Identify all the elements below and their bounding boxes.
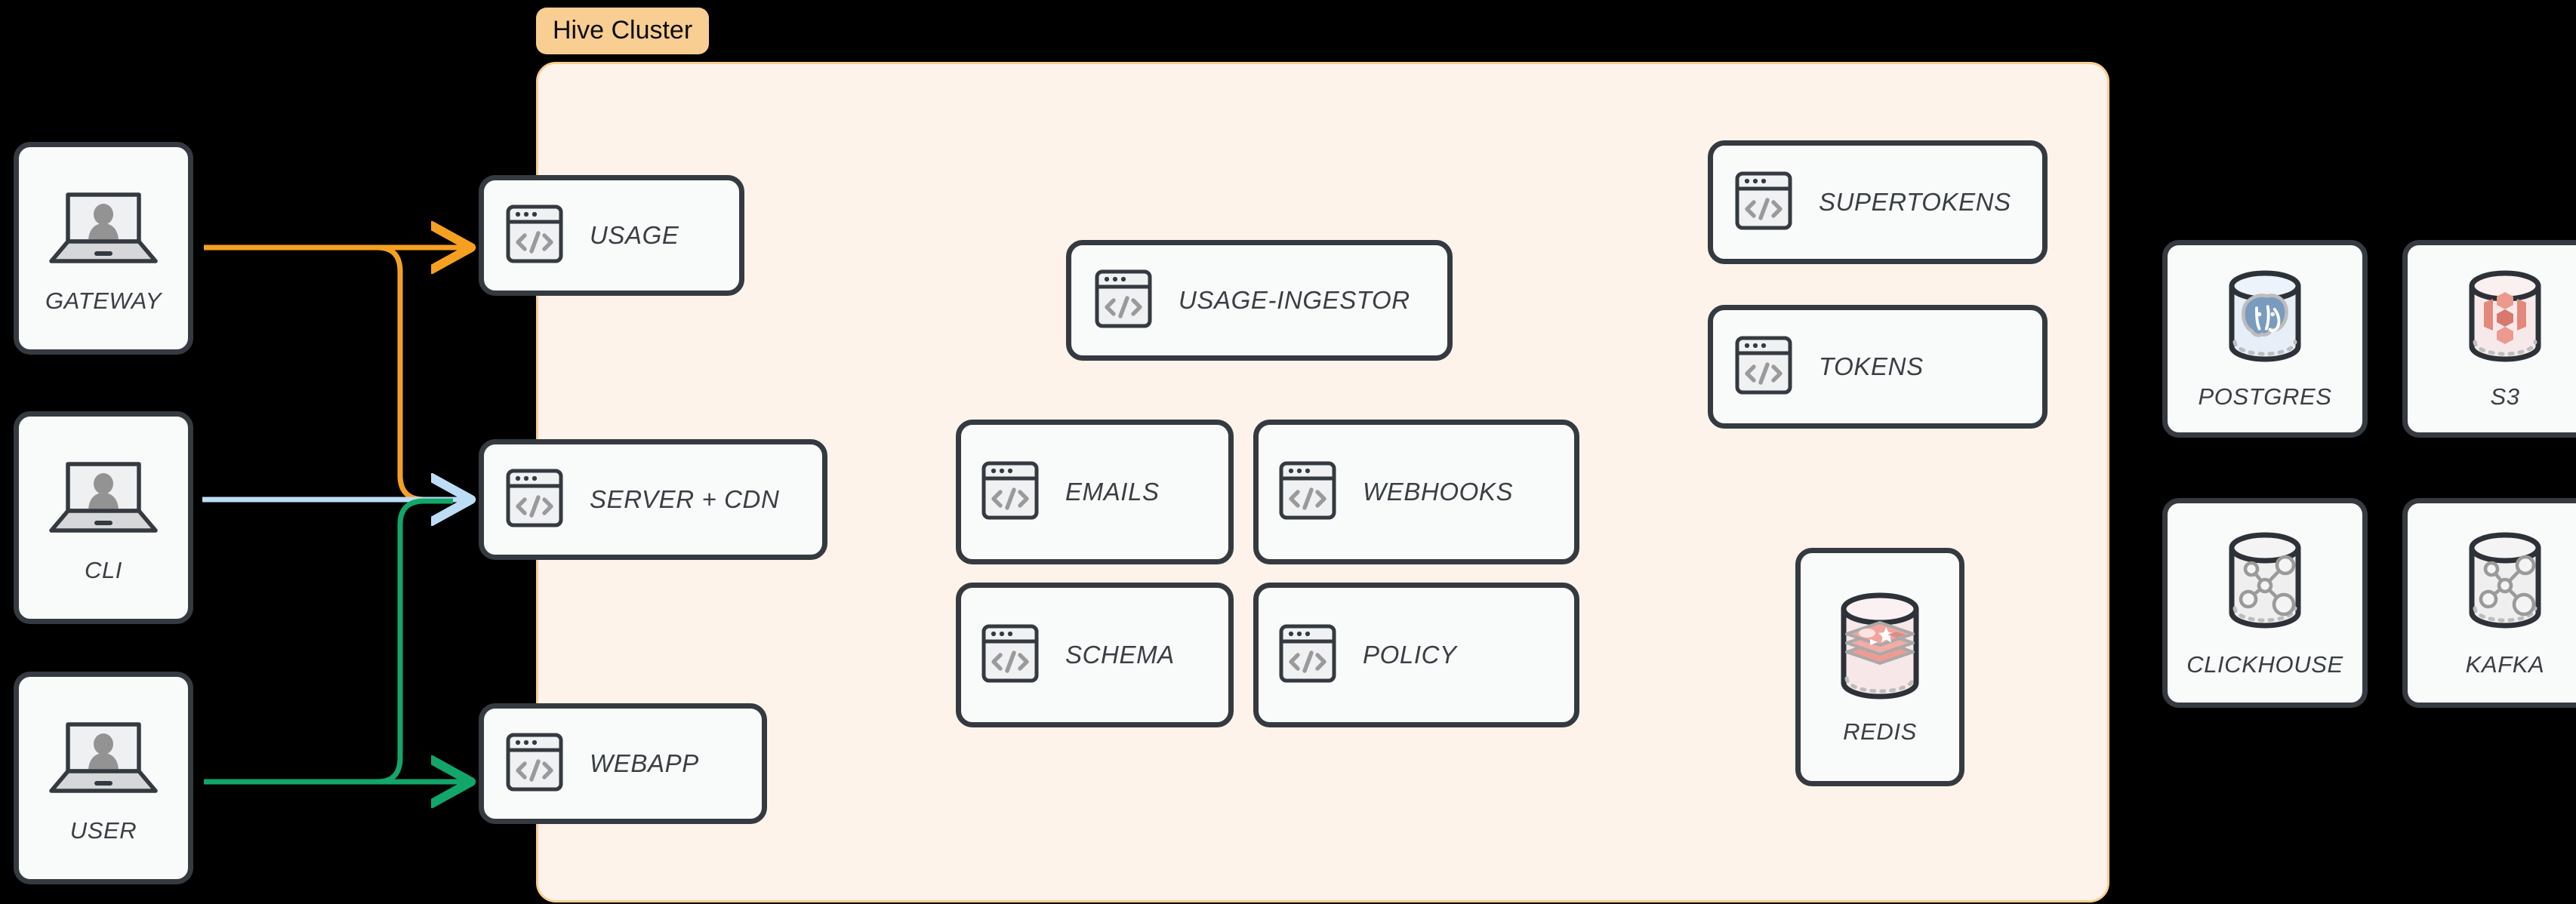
node-schema[interactable]: SCHEMA [956,583,1234,727]
node-clickhouse[interactable]: CLICKHOUSE [2162,498,2368,708]
node-label: CLI [84,556,123,583]
node-label: USAGE-INGESTOR [1179,286,1410,314]
node-label: POLICY [1363,641,1457,669]
database-postgres-icon [2212,268,2318,371]
code-window-icon [1734,334,1793,401]
code-window-icon [1278,459,1337,526]
code-window-icon [1734,169,1793,236]
node-label: SERVER + CDN [590,485,780,513]
node-webapp[interactable]: WEBAPP [479,703,767,824]
node-redis[interactable]: REDIS [1795,548,1964,786]
node-label: USAGE [590,221,679,249]
code-window-icon [981,622,1040,689]
hive-cluster-badge: Hive Cluster [536,8,710,54]
connector-user-server-cdn [204,498,453,785]
node-label: TOKENS [1819,352,1924,380]
node-gateway[interactable]: GATEWAY [14,142,193,355]
node-label: KAFKA [2465,650,2545,678]
laptop-user-icon [47,187,160,275]
node-usage[interactable]: USAGE [479,175,744,296]
node-label: SCHEMA [1065,641,1175,669]
code-window-icon [505,466,564,533]
database-generic-icon [2452,528,2558,639]
node-label: CLICKHOUSE [2186,650,2343,678]
laptop-user-icon [47,717,160,805]
node-user[interactable]: USER [14,672,193,884]
node-emails[interactable]: EMAILS [956,420,1234,564]
node-supertokens[interactable]: SUPERTOKENS [1708,140,2048,264]
node-label: S3 [2490,383,2520,410]
node-server-cdn[interactable]: SERVER + CDN [479,439,827,560]
code-window-icon [981,459,1040,526]
node-label: REDIS [1843,718,1917,745]
node-postgres[interactable]: POSTGRES [2162,240,2368,438]
node-label: POSTGRES [2198,383,2332,410]
code-window-icon [1278,622,1337,689]
code-window-icon [505,202,564,269]
node-usage-ingestor[interactable]: USAGE-INGESTOR [1066,240,1453,361]
node-cli[interactable]: CLI [14,411,193,624]
node-label: USER [69,816,137,844]
code-window-icon [1094,267,1153,334]
node-label: SUPERTOKENS [1819,188,2011,216]
node-label: WEBAPP [590,749,699,777]
node-policy[interactable]: POLICY [1253,583,1579,727]
code-window-icon [505,730,564,798]
node-s3[interactable]: S3 [2402,240,2576,438]
node-webhooks[interactable]: WEBHOOKS [1253,420,1579,564]
node-label: WEBHOOKS [1363,478,1514,506]
node-tokens[interactable]: TOKENS [1708,305,2048,429]
node-label: GATEWAY [45,287,162,314]
node-kafka[interactable]: KAFKA [2402,498,2576,708]
laptop-user-icon [47,457,160,545]
database-redis-icon [1827,589,1933,706]
node-label: EMAILS [1065,478,1160,506]
connector-gateway-server-cdn [204,244,453,503]
database-s3-icon [2452,268,2558,371]
database-generic-icon [2212,528,2318,639]
